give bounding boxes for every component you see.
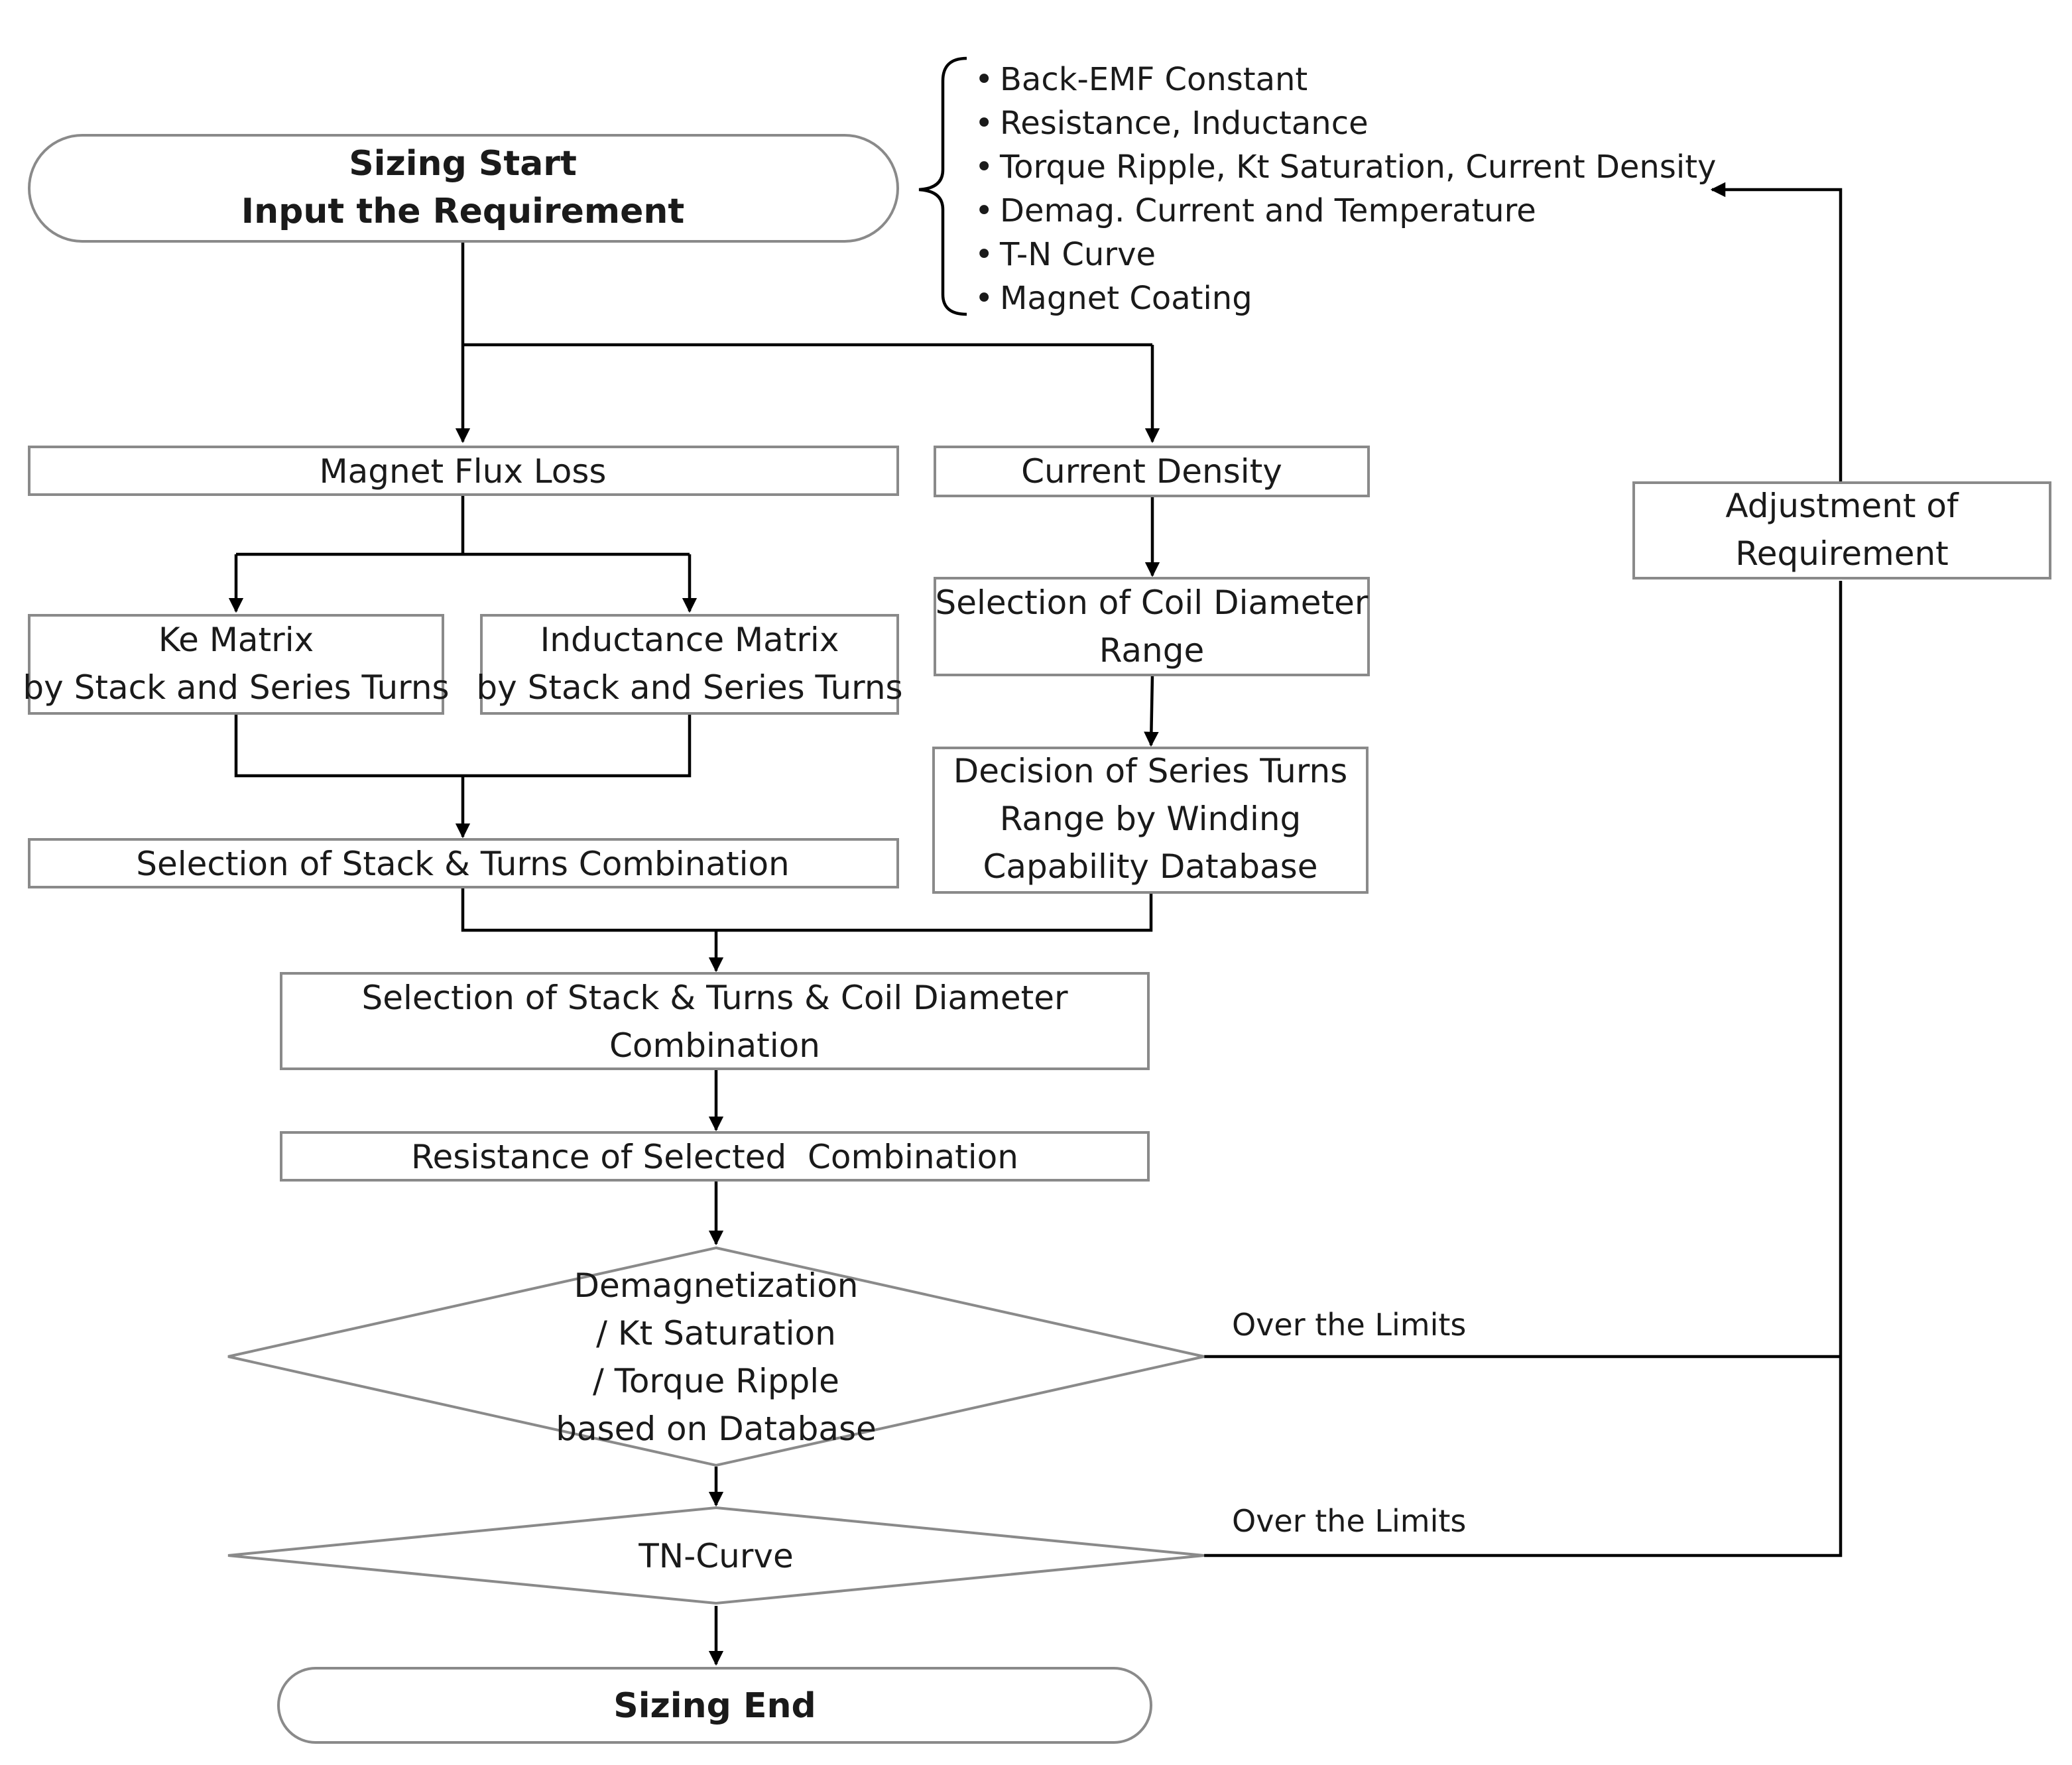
requirement-item: Resistance, Inductance	[1000, 105, 1369, 142]
connectors	[228, 182, 1843, 1666]
demag-line4: based on Database	[556, 1410, 877, 1448]
demag-diamond	[227, 1246, 1205, 1467]
requirement-bullet: •	[975, 236, 993, 273]
edge-tn-over-limits	[1204, 581, 1843, 1557]
ke-matrix-box: Ke Matrix by Stack and Series Turns	[23, 614, 450, 715]
stack-turns-coil-line2: Combination	[609, 1026, 820, 1065]
requirement-item: Demag. Current and Temperature	[1000, 192, 1536, 229]
series-turns-line3: Capability Database	[983, 847, 1317, 886]
resistance-box: Resistance of Selected Combination	[280, 1131, 1150, 1182]
coil-diameter-box: Selection of Coil Diameter Range	[934, 577, 1370, 676]
series-turns-line2: Range by Winding	[1000, 800, 1302, 838]
resistance-label: Resistance of Selected Combination	[411, 1138, 1018, 1176]
start-line1: Sizing Start	[349, 144, 577, 184]
ke-matrix-line2: by Stack and Series Turns	[23, 668, 449, 707]
edge-to-series-turns	[1144, 674, 1159, 747]
demag-line3: / Torque Ripple	[593, 1362, 839, 1400]
end-shape	[277, 1667, 1152, 1744]
demag-decision: Demagnetization / Kt Saturation / Torque…	[227, 1246, 1205, 1467]
end-terminal: Sizing End	[277, 1667, 1152, 1744]
requirement-bullet: •	[975, 280, 993, 317]
edge-adjustment-to-requirements	[1710, 182, 1843, 483]
requirement-bullet: •	[975, 105, 993, 142]
inductance-matrix-line1: Inductance Matrix	[540, 621, 839, 659]
stack-turns-coil-line1: Selection of Stack & Turns & Coil Diamet…	[361, 979, 1067, 1017]
curly-brace-icon	[918, 56, 967, 316]
end-label: Sizing End	[613, 1686, 816, 1726]
demag-line1: Demagnetization	[574, 1266, 859, 1305]
adjustment-box: Adjustment of Requirement	[1632, 481, 2051, 579]
requirements-list: • Back-EMF Constant • Resistance, Induct…	[918, 56, 1716, 317]
tn-curve-decision: TN-Curve	[227, 1506, 1205, 1605]
edge-label-demag-over-limits: Over the Limits	[1232, 1307, 1466, 1343]
edge-stack-turns-join	[461, 888, 1153, 932]
start-line2: Input the Requirement	[241, 192, 684, 231]
edge-label-tn-over-limits: Over the Limits	[1232, 1503, 1466, 1539]
current-density-box: Current Density	[934, 446, 1370, 497]
stack-turns-coil-box: Selection of Stack & Turns & Coil Diamet…	[280, 972, 1150, 1070]
adjustment-line1: Adjustment of	[1725, 487, 1959, 525]
requirement-item: Back-EMF Constant	[1000, 61, 1308, 98]
start-shape	[28, 134, 899, 243]
coil-diameter-line1: Selection of Coil Diameter	[935, 583, 1368, 622]
stack-turns-label: Selection of Stack & Turns Combination	[136, 845, 790, 883]
ke-matrix-line1: Ke Matrix	[158, 621, 314, 659]
series-turns-line1: Decision of Series Turns	[953, 752, 1348, 790]
current-density-label: Current Density	[1021, 452, 1282, 491]
edge-matrices-join	[234, 713, 692, 778]
requirement-item: T-N Curve	[999, 236, 1156, 273]
tn-curve-diamond	[227, 1506, 1205, 1605]
series-turns-box: Decision of Series Turns Range by Windin…	[932, 747, 1369, 894]
coil-diameter-line2: Range	[1099, 631, 1204, 670]
requirement-bullet: •	[975, 192, 993, 229]
inductance-matrix-line2: by Stack and Series Turns	[476, 668, 902, 707]
stack-turns-box: Selection of Stack & Turns Combination	[28, 838, 899, 888]
start-terminal: Sizing Start Input the Requirement	[28, 134, 899, 243]
requirement-bullet: •	[975, 149, 993, 186]
requirement-item: Magnet Coating	[1000, 280, 1252, 317]
magnet-flux-loss-label: Magnet Flux Loss	[320, 452, 607, 491]
inductance-matrix-box: Inductance Matrix by Stack and Series Tu…	[476, 614, 903, 715]
demag-line2: / Kt Saturation	[596, 1314, 836, 1353]
requirement-item: Torque Ripple, Kt Saturation, Current De…	[999, 149, 1716, 186]
requirement-bullet: •	[975, 61, 993, 98]
adjustment-line2: Requirement	[1735, 534, 1949, 573]
tn-curve-label: TN-Curve	[638, 1537, 794, 1575]
magnet-flux-loss-box: Magnet Flux Loss	[28, 446, 899, 496]
